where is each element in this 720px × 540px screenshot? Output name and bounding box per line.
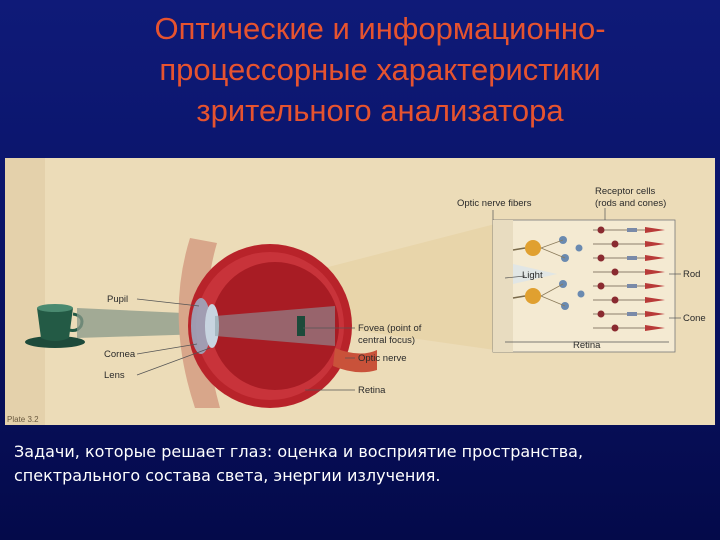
label-receptor-2: (rods and cones)	[595, 198, 666, 209]
lens-shape	[205, 304, 219, 348]
left-shade	[5, 158, 45, 425]
label-receptor-1: Receptor cells	[595, 186, 655, 197]
label-retina-eye: Retina	[358, 385, 386, 396]
slide-caption: Задачи, которые решает глаз: оценка и во…	[14, 440, 704, 488]
label-light: Light	[522, 270, 543, 281]
eyeball	[188, 244, 377, 408]
label-cornea: Cornea	[104, 349, 136, 360]
label-rod: Rod	[683, 269, 700, 280]
retinal-image	[297, 316, 305, 336]
label-optic-nerve: Optic nerve	[358, 353, 407, 364]
eye-diagram: Pupil Cornea Lens Fovea (point of centra…	[5, 158, 715, 425]
eye-illustration: Pupil Cornea Lens Fovea (point of centra…	[5, 158, 715, 425]
inset-leader-lines	[492, 208, 681, 319]
ganglion-cell-bottom	[525, 288, 541, 304]
caption-line-1: Задачи, которые решает глаз: оценка и во…	[14, 442, 584, 461]
cornea-shape	[191, 298, 211, 354]
label-fovea-2: central focus)	[358, 335, 415, 346]
title-line-2: процессорные характеристики	[159, 52, 601, 87]
photoreceptor-array	[593, 226, 665, 332]
label-retina-inset: Retina	[573, 340, 601, 351]
label-optic-nerve-fibers: Optic nerve fibers	[457, 198, 532, 209]
label-cone: Cone	[683, 313, 706, 324]
title-line-1: Оптические и информационно-	[154, 11, 606, 46]
caption-line-2: спектрального состава света, энергии изл…	[14, 466, 441, 485]
light-arrow	[513, 264, 557, 284]
cup-icon	[25, 304, 85, 348]
eye-leader-lines	[136, 298, 355, 391]
label-pupil: Pupil	[107, 294, 128, 305]
optic-nerve-shape	[333, 348, 377, 373]
label-fovea-1: Fovea (point of	[358, 323, 422, 334]
light-beam	[77, 308, 205, 338]
ganglion-cell-top	[525, 240, 541, 256]
title-line-3: зрительного анализатора	[196, 93, 564, 128]
zoom-projection	[305, 224, 495, 350]
slide-title: Оптические и информационно- процессорные…	[90, 8, 670, 131]
label-plate: Plate 3.2	[7, 415, 39, 424]
label-lens: Lens	[104, 370, 125, 381]
retina-inset	[492, 219, 676, 353]
